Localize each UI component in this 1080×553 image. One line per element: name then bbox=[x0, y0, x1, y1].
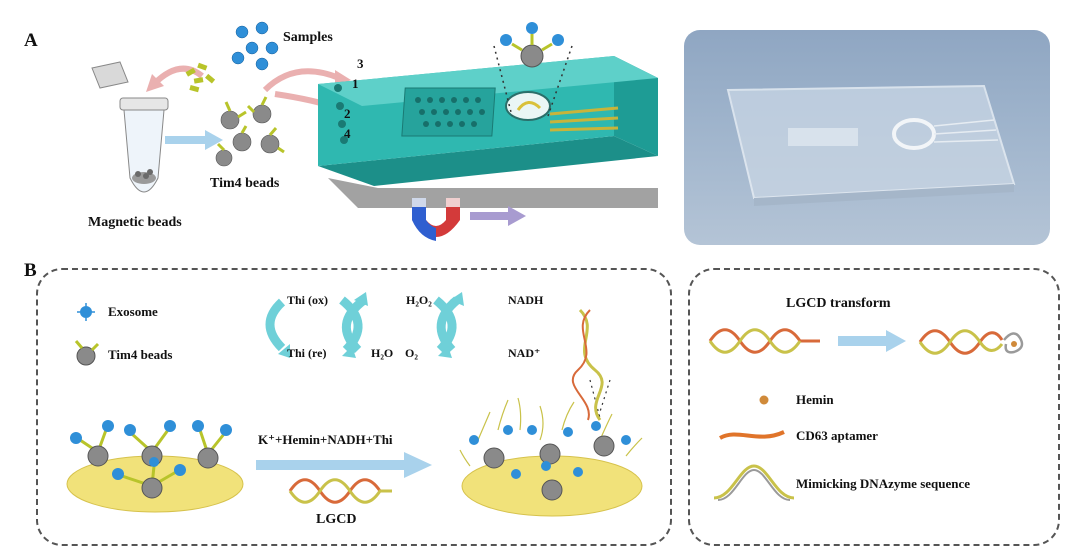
samples-exosomes bbox=[231, 21, 279, 71]
magnet-icon bbox=[412, 198, 460, 241]
reaction-label: K⁺+Hemin+NADH+Thi bbox=[258, 432, 393, 447]
lgcd-transform-title: LGCD transform bbox=[786, 296, 891, 311]
tim4-bead-icon bbox=[74, 340, 100, 366]
lgcd-label: LGCD bbox=[316, 512, 357, 527]
cycle-o2: O₂ bbox=[405, 346, 418, 360]
lgcd-after-structure bbox=[918, 329, 1024, 355]
transform-arrow bbox=[838, 330, 906, 352]
legend-cd63-label: CD63 aptamer bbox=[796, 428, 878, 443]
lgcd-before-helix bbox=[708, 328, 820, 354]
cycle-thi-ox: Thi (ox) bbox=[287, 293, 329, 307]
catalytic-cycle-arrows bbox=[265, 292, 464, 358]
magnet-direction-arrow bbox=[470, 206, 526, 226]
hemin-icon bbox=[759, 395, 769, 405]
arrow-to-tim4 bbox=[165, 130, 223, 150]
legend-dnazyme-label: Mimicking DNAzyme sequence bbox=[796, 476, 971, 491]
cycle-nadh: NADH bbox=[508, 293, 544, 307]
legend-tim4-label: Tim4 beads bbox=[108, 347, 173, 362]
cycle-nad: NAD⁺ bbox=[508, 346, 541, 360]
panel-b-left-box bbox=[36, 268, 672, 546]
legend-exosome-label: Exosome bbox=[108, 304, 158, 319]
cd63-aptamer-icon bbox=[719, 430, 785, 440]
tim4-beads-label: Tim4 beads bbox=[210, 176, 280, 191]
tim4-beads-cluster bbox=[215, 96, 285, 167]
cycle-h2o: H₂O bbox=[371, 346, 394, 360]
port-label-3: 3 bbox=[357, 56, 364, 71]
reaction-arrow bbox=[256, 452, 432, 478]
tim4-stalks bbox=[185, 62, 216, 93]
dnazyme-icon bbox=[713, 464, 795, 501]
exosome-icon bbox=[77, 303, 95, 321]
cycle-h2o2: H₂O₂ bbox=[406, 293, 432, 307]
capture-plate-before bbox=[66, 420, 244, 513]
zoom-bead-exosomes bbox=[493, 22, 573, 117]
microfluidic-chip bbox=[318, 56, 658, 208]
lgcd-helix bbox=[288, 478, 392, 504]
port-label-2: 2 bbox=[344, 106, 351, 121]
panel-a-letter: A bbox=[24, 30, 38, 51]
magnetic-beads-label: Magnetic beads bbox=[88, 215, 182, 230]
panel-b-letter: B bbox=[24, 260, 37, 281]
port-label-1: 1 bbox=[352, 76, 359, 91]
port-label-4: 4 bbox=[344, 126, 351, 141]
chip-photograph bbox=[684, 30, 1050, 245]
capture-plate-after bbox=[459, 308, 643, 517]
recycle-arrow bbox=[146, 65, 204, 92]
legend-hemin-label: Hemin bbox=[796, 392, 834, 407]
panel-b-right-box bbox=[688, 268, 1060, 546]
cycle-thi-re: Thi (re) bbox=[287, 346, 327, 360]
microtube-illustration bbox=[91, 61, 169, 193]
samples-label: Samples bbox=[283, 30, 333, 45]
